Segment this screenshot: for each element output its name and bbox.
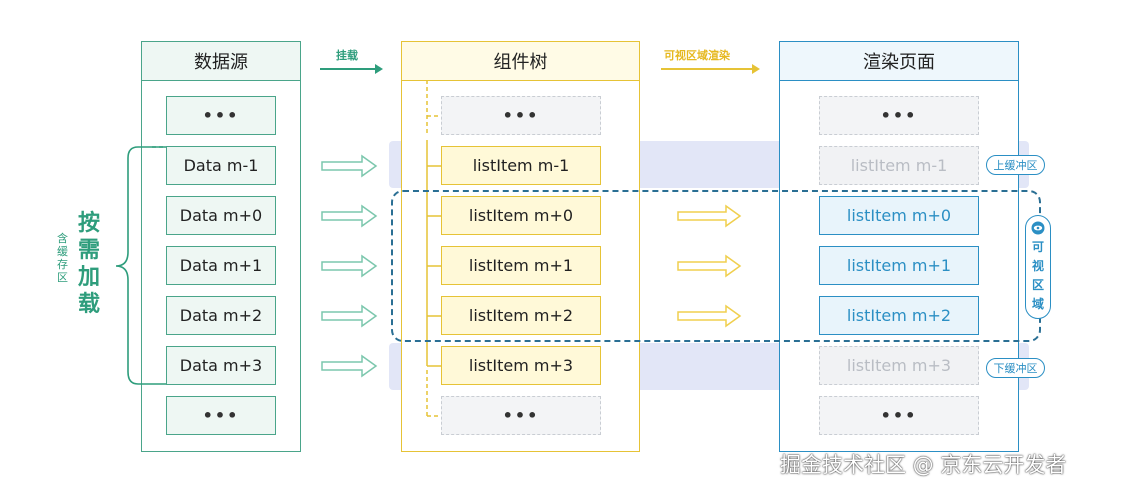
cache-label-char: 存	[57, 258, 68, 271]
on-demand-char: 按	[78, 211, 101, 236]
render-item-buffered: listItem m-1	[819, 146, 979, 185]
tree-item: listItem m+0	[441, 196, 601, 235]
tree-item: •••	[441, 96, 601, 135]
tree-item: listItem m-1	[441, 146, 601, 185]
on-demand-char: 载	[78, 292, 101, 317]
data-source-title: 数据源	[142, 42, 300, 81]
tree-item: •••	[441, 396, 601, 435]
tree-item: listItem m+2	[441, 296, 601, 335]
component-tree-title: 组件树	[402, 42, 639, 81]
visible-area-char: 可	[1031, 240, 1044, 254]
brace-icon	[115, 146, 166, 385]
visible-area-char: 区	[1031, 278, 1044, 292]
render-item: listItem m+2	[819, 296, 979, 335]
data-item: •••	[166, 96, 276, 135]
data-item: Data m-1	[166, 146, 276, 185]
lower-buffer-tag: 下缓冲区	[986, 358, 1045, 378]
upper-buffer-tag: 上缓冲区	[986, 155, 1045, 175]
mount-label: 挂载	[336, 49, 358, 62]
watermark: 掘金技术社区 @ 京东云开发者	[780, 453, 1067, 477]
render-block-arrows	[677, 204, 742, 328]
visible-area-char: 域	[1031, 297, 1044, 311]
cache-label-char: 区	[57, 271, 68, 284]
visible-area-tag: 可 视 区 域	[1025, 215, 1051, 319]
render-item: listItem m+1	[819, 246, 979, 285]
on-demand-char: 加	[78, 265, 101, 290]
data-item: Data m+3	[166, 346, 276, 385]
render-item: listItem m+0	[819, 196, 979, 235]
render-arrow-icon	[661, 64, 760, 74]
data-item: •••	[166, 396, 276, 435]
render-page-title: 渲染页面	[780, 42, 1018, 81]
render-item-buffered: listItem m+3	[819, 346, 979, 385]
visible-area-char: 视	[1031, 259, 1044, 273]
tree-item: listItem m+1	[441, 246, 601, 285]
visible-render-label: 可视区域渲染	[664, 49, 730, 62]
mount-block-arrows	[321, 154, 378, 378]
on-demand-load-label: 按 需 加 载	[78, 210, 100, 318]
cache-label-char: 缓	[57, 245, 68, 258]
data-item: Data m+0	[166, 196, 276, 235]
on-demand-char: 需	[78, 238, 101, 263]
data-item: Data m+1	[166, 246, 276, 285]
tree-item: listItem m+3	[441, 346, 601, 385]
cache-label-char: 含	[57, 232, 68, 245]
mount-arrow-icon	[320, 64, 383, 74]
cache-label: 含 缓 存 区	[57, 232, 68, 284]
eye-icon	[1031, 221, 1045, 235]
render-item: •••	[819, 96, 979, 135]
data-item: Data m+2	[166, 296, 276, 335]
render-item: •••	[819, 396, 979, 435]
